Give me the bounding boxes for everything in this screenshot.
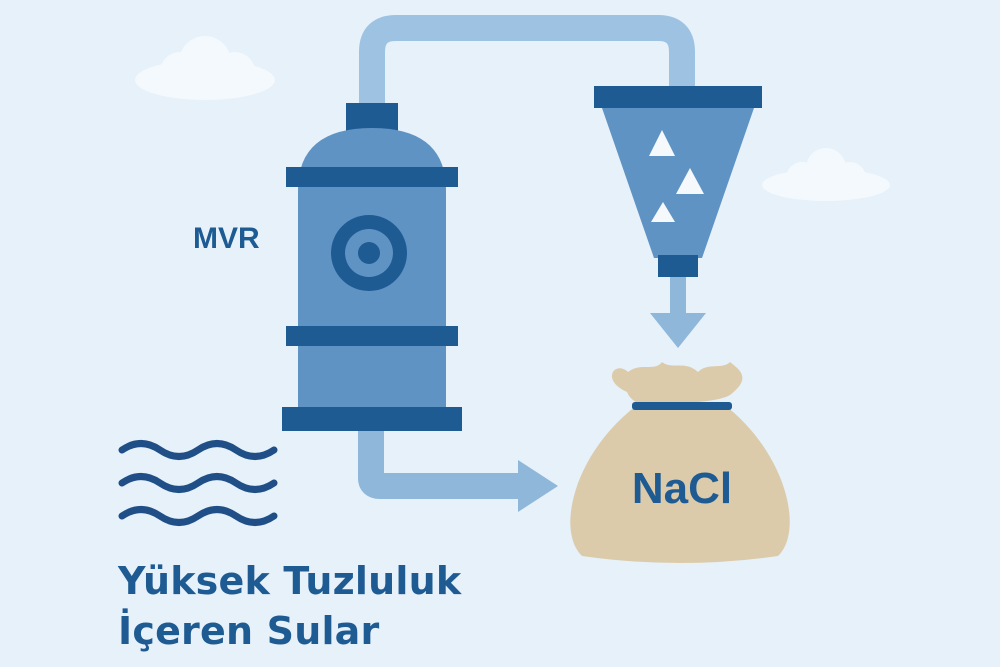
salt-crystal-icon: [649, 130, 704, 222]
salt-bag-icon: [570, 362, 790, 563]
caption-line-2: İçeren Sular: [118, 609, 380, 653]
caption-line-1: Yüksek Tuzluluk: [118, 559, 462, 603]
caption: Yüksek Tuzluluk İçeren Sular: [118, 556, 461, 656]
evaporator-label: MVR: [193, 222, 260, 255]
cloud-icon: [135, 36, 275, 100]
flow-arrow-icon: [650, 277, 706, 348]
product-label: NaCl: [632, 464, 732, 513]
flow-arrow-icon: [358, 425, 558, 512]
vapor-pipe: [359, 15, 695, 103]
crystallizer-funnel-icon: [594, 86, 762, 277]
water-waves-icon: [118, 440, 278, 526]
mvr-evaporator-icon: [282, 103, 462, 431]
cloud-icon: [762, 148, 890, 201]
